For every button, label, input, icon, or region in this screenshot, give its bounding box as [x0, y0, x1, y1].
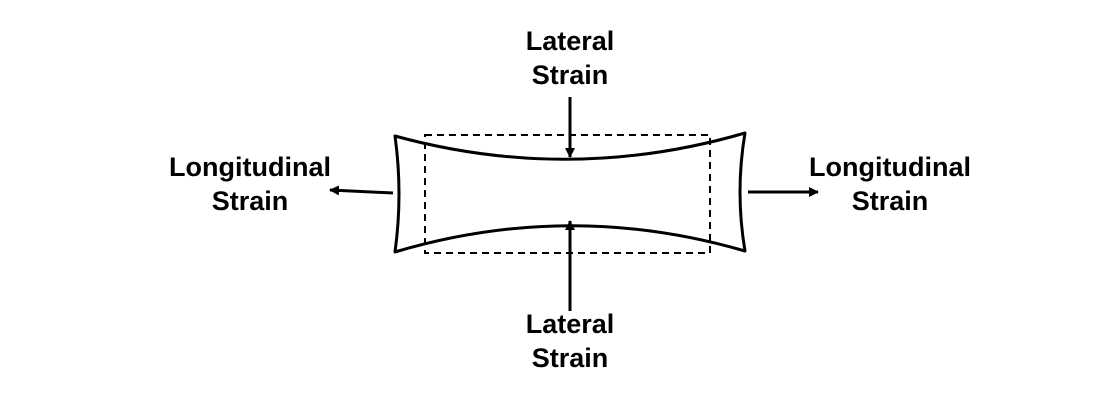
lateral-strain-label-top: Lateral Strain: [470, 24, 670, 92]
longitudinal-strain-label-right-line2: Strain: [851, 186, 929, 216]
lateral-strain-label-top-line2: Strain: [531, 60, 609, 90]
longitudinal-strain-label-left: Longitudinal Strain: [130, 150, 370, 218]
longitudinal-strain-label-left-line1: Longitudinal: [169, 152, 331, 182]
longitudinal-strain-label-right-line1: Longitudinal: [809, 152, 971, 182]
deformed-specimen-outline: [393, 131, 747, 254]
longitudinal-strain-arrow-left: [329, 185, 394, 196]
lateral-strain-label-bottom: Lateral Strain: [470, 307, 670, 375]
lateral-strain-label-bottom-line1: Lateral: [525, 309, 615, 339]
lateral-strain-label-bottom-line2: Strain: [531, 343, 609, 373]
longitudinal-strain-label-left-line2: Strain: [211, 186, 289, 216]
lateral-strain-label-top-line1: Lateral: [525, 26, 615, 56]
original-shape-dashed-outline: [424, 134, 711, 254]
longitudinal-strain-label-right: Longitudinal Strain: [770, 150, 1010, 218]
